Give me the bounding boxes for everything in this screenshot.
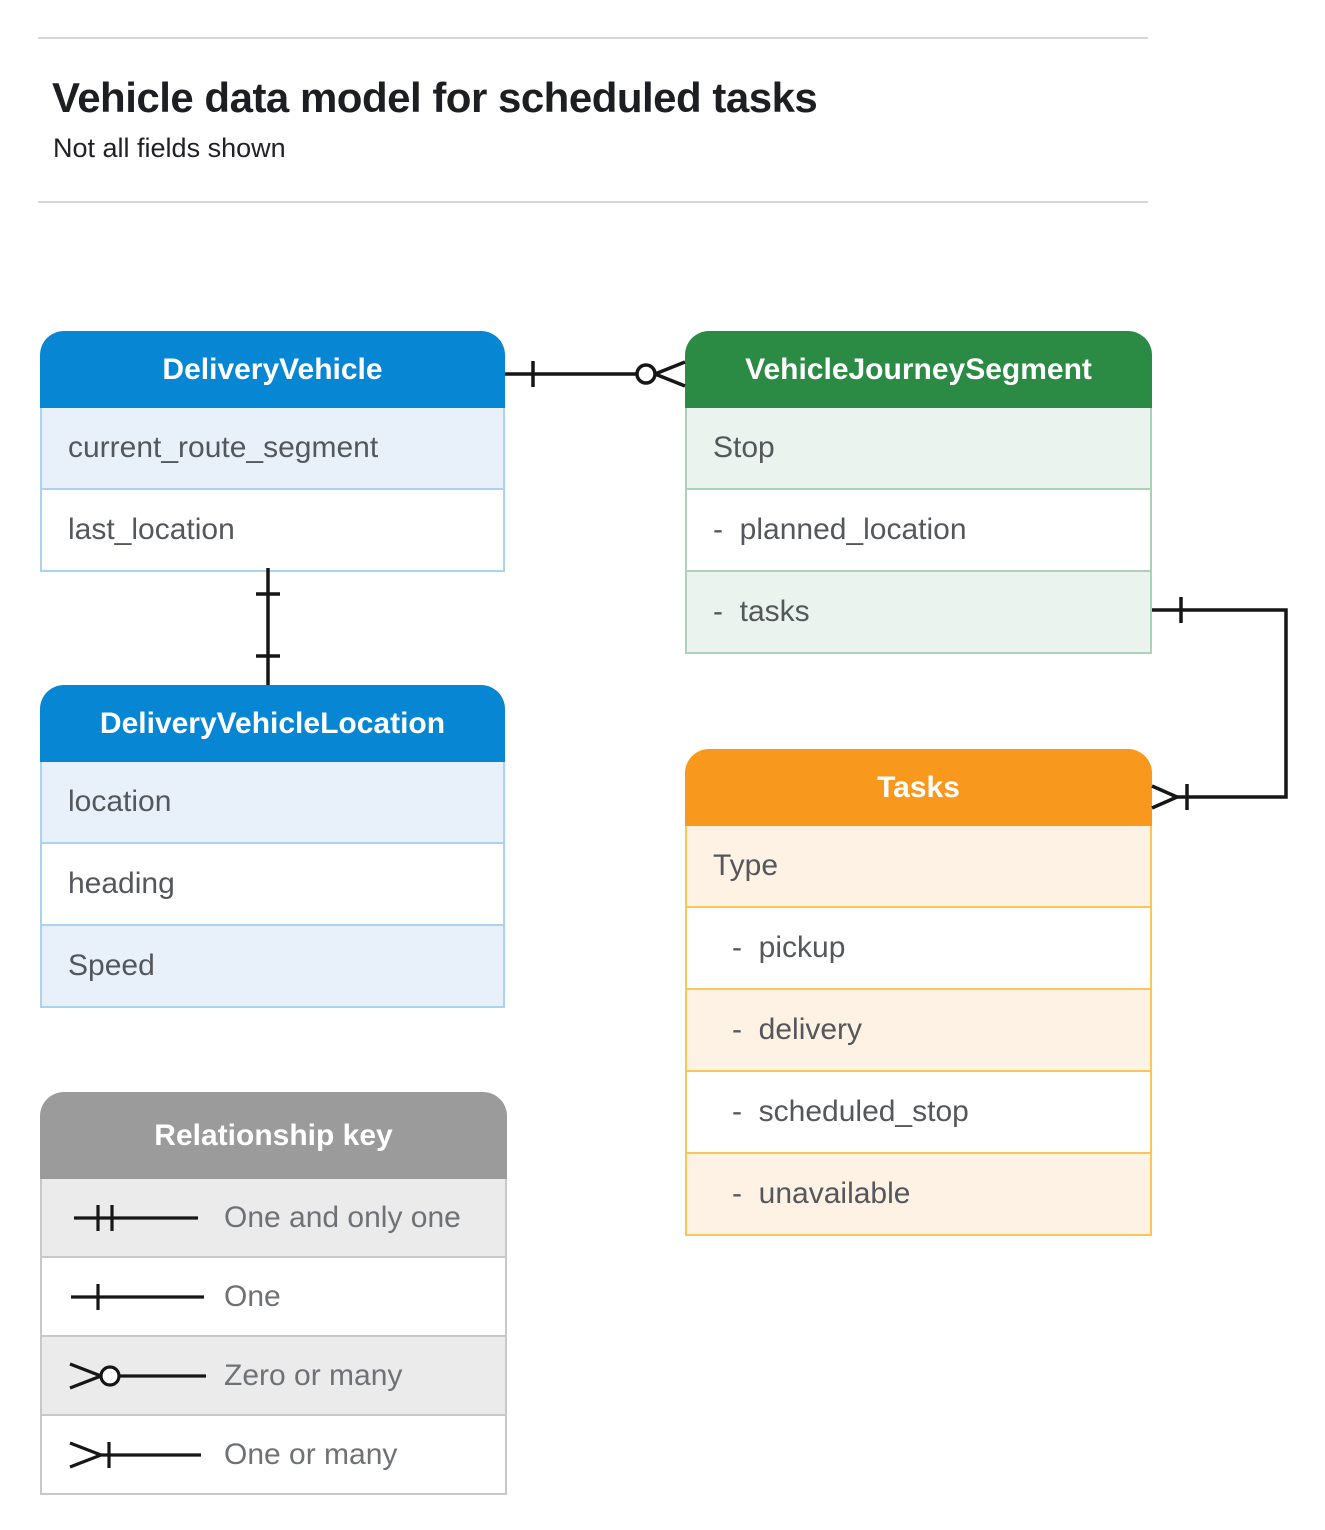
entity-delivery-vehicle-location-fields: location heading Speed xyxy=(40,762,505,1008)
key-label: One or many xyxy=(224,1437,398,1471)
key-label: One and only one xyxy=(224,1200,461,1234)
key-label: One xyxy=(224,1279,281,1313)
one-and-only-one-icon xyxy=(56,1195,208,1241)
top-divider xyxy=(38,37,1148,39)
zero-or-many-icon xyxy=(56,1353,208,1399)
entity-delivery-vehicle-location-title: DeliveryVehicleLocation xyxy=(40,685,505,762)
key-label: Zero or many xyxy=(224,1358,403,1392)
field-scheduled-stop: - scheduled_stop xyxy=(687,1070,1150,1152)
entity-delivery-vehicle-title: DeliveryVehicle xyxy=(40,331,505,408)
page-subtitle: Not all fields shown xyxy=(53,133,286,163)
relationship-key-rows: One and only one One xyxy=(40,1179,507,1495)
entity-delivery-vehicle: DeliveryVehicle current_route_segment la… xyxy=(40,331,505,572)
relationship-key-title: Relationship key xyxy=(40,1092,507,1179)
field-location: location xyxy=(42,762,503,842)
relationship-key: Relationship key One and only one xyxy=(40,1092,507,1495)
field-tasks: - tasks xyxy=(687,570,1150,652)
key-row-zero-or-many: Zero or many xyxy=(42,1335,505,1414)
entity-tasks-title: Tasks xyxy=(685,749,1152,826)
connector-deliveryvehicle-deliveryvehiclelocation xyxy=(256,568,280,685)
one-or-many-icon xyxy=(56,1432,208,1478)
entity-tasks: Tasks Type - pickup - delivery - schedul… xyxy=(685,749,1152,1236)
field-stop: Stop xyxy=(687,408,1150,488)
key-row-one: One xyxy=(42,1256,505,1335)
key-row-one-and-only-one: One and only one xyxy=(42,1179,505,1256)
page-title: Vehicle data model for scheduled tasks xyxy=(52,74,818,121)
connector-deliveryvehicle-vehiclejourneysegment xyxy=(505,360,686,388)
field-delivery: - delivery xyxy=(687,988,1150,1070)
entity-vehicle-journey-segment: VehicleJourneySegment Stop - planned_loc… xyxy=(685,331,1152,654)
field-speed: Speed xyxy=(42,924,503,1006)
field-type: Type xyxy=(687,826,1150,906)
field-heading: heading xyxy=(42,842,503,924)
key-row-one-or-many: One or many xyxy=(42,1414,505,1493)
one-icon xyxy=(56,1274,208,1320)
field-current-route-segment: current_route_segment xyxy=(42,408,503,488)
entity-vehicle-journey-segment-title: VehicleJourneySegment xyxy=(685,331,1152,408)
entity-tasks-fields: Type - pickup - delivery - scheduled_sto… xyxy=(685,826,1152,1236)
entity-delivery-vehicle-location: DeliveryVehicleLocation location heading… xyxy=(40,685,505,1008)
field-unavailable: - unavailable xyxy=(687,1152,1150,1234)
field-last-location: last_location xyxy=(42,488,503,570)
field-pickup: - pickup xyxy=(687,906,1150,988)
entity-delivery-vehicle-fields: current_route_segment last_location xyxy=(40,408,505,572)
field-planned-location: - planned_location xyxy=(687,488,1150,570)
connector-vehiclejourneysegment-tasks xyxy=(1151,597,1288,810)
header-divider xyxy=(38,201,1148,203)
entity-vehicle-journey-segment-fields: Stop - planned_location - tasks xyxy=(685,408,1152,654)
